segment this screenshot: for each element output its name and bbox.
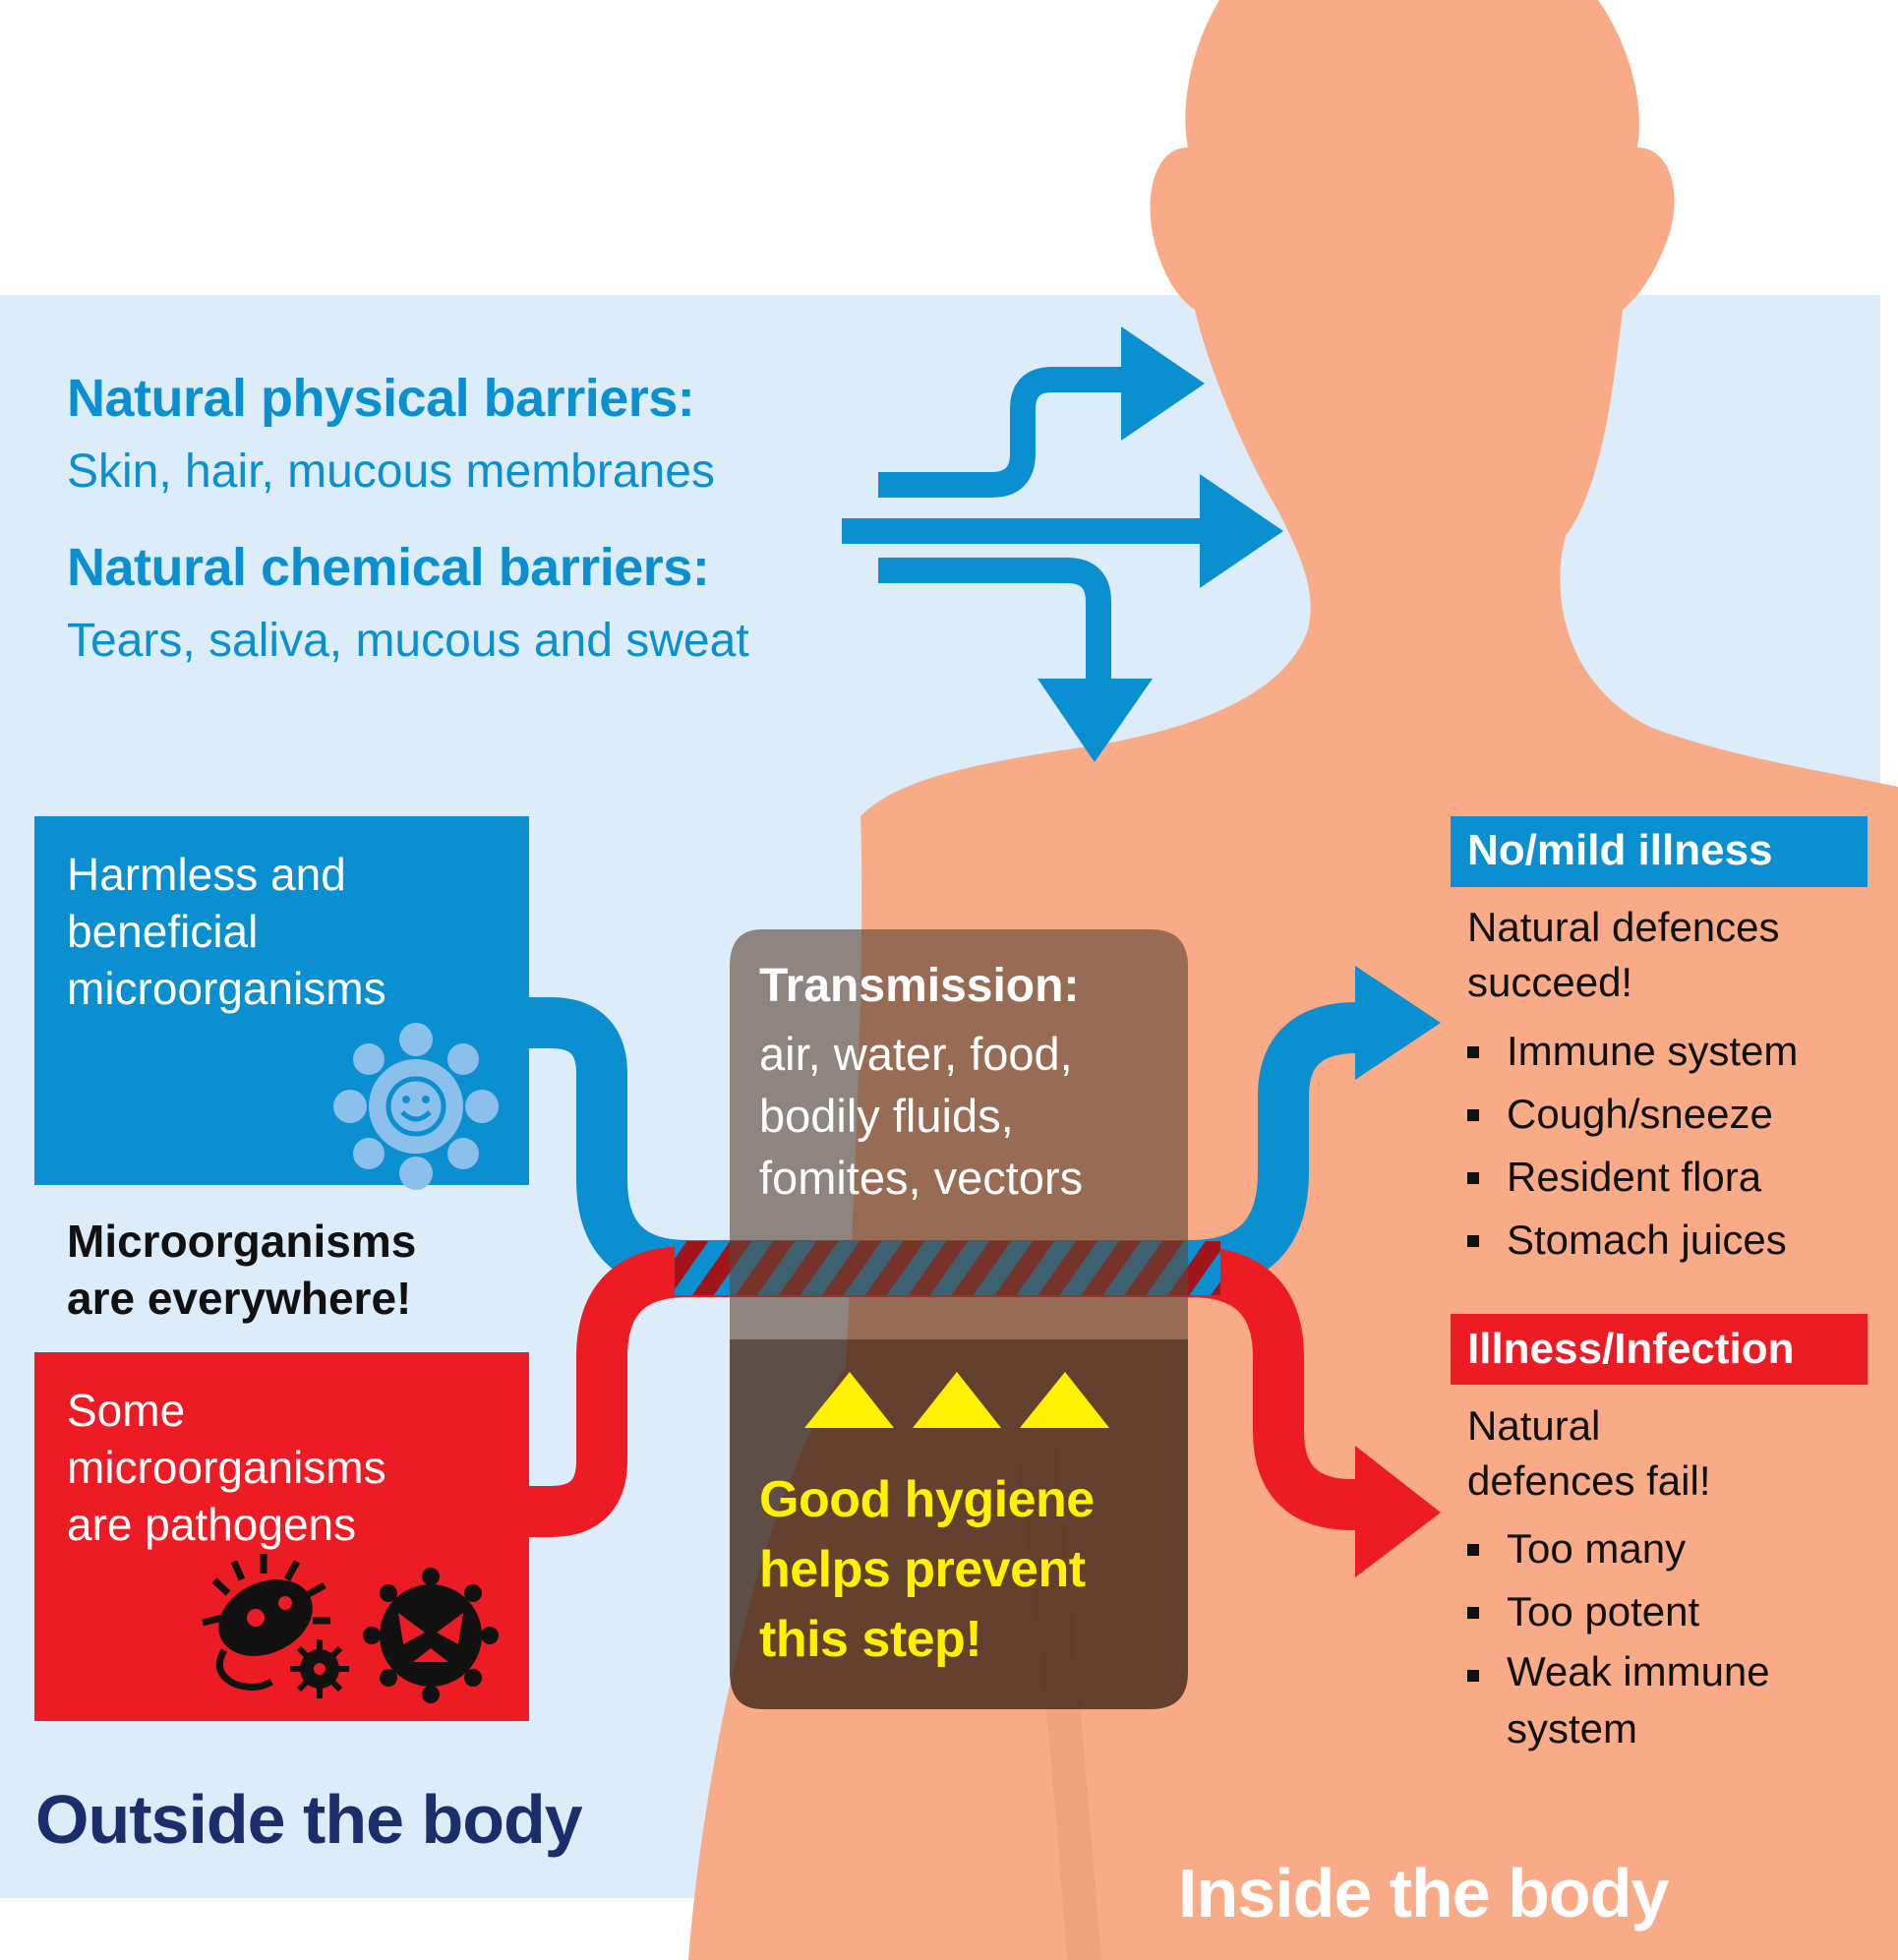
harmless-box-text: Harmless and beneficial microorganisms [67,849,386,1014]
list-item: Too potent [1467,1580,1770,1643]
outside-label: Outside the body [35,1781,583,1858]
inside-label: Inside the body [1178,1855,1669,1931]
illness-title: Illness/Infection [1467,1325,1795,1373]
illness-cause-list: Too many Too potent Weak immune system [1467,1517,1770,1757]
transmission-routes: air, water, food, bodily fluids, fomites… [759,1028,1084,1204]
list-item: Stomach juices [1467,1209,1798,1272]
mild-subtitle: Natural defences succeed! [1467,904,1780,1005]
list-item: Immune system [1467,1020,1798,1083]
transmission-panel [730,929,1188,1339]
physical-barriers-title: Natural physical barriers: [67,369,695,428]
list-item: Too many [1467,1517,1770,1580]
warning-triangle-icon [1020,1372,1109,1428]
list-item: Resident flora [1467,1146,1798,1209]
mild-title-bar [1451,816,1868,887]
physical-barriers-items: Skin, hair, mucous membranes [67,445,715,498]
list-item: Weak immune system [1467,1643,1770,1757]
mild-defence-list: Immune system Cough/sneeze Resident flor… [1467,1020,1798,1272]
illness-title-bar [1451,1314,1868,1385]
hygiene-panel [730,1339,1188,1709]
illness-subtitle: Natural defences fail! [1467,1402,1711,1504]
list-item: Cough/sneeze [1467,1083,1798,1146]
virus-icon [363,1568,499,1703]
warning-triangle-icon [913,1372,1001,1428]
hygiene-message: Good hygiene helps prevent this step! [759,1471,1095,1668]
chemical-barriers-items: Tears, saliva, mucous and sweat [67,615,749,667]
arrow-head-straight [1200,474,1283,588]
warning-triangle-icon [804,1372,894,1428]
mild-title: No/mild illness [1467,826,1773,874]
smiley-microbe-icon [333,1023,499,1190]
arrow-head-illness [1355,1446,1441,1577]
arrow-head-chemical [1038,679,1153,762]
barrier-arrows [842,367,1205,679]
chemical-barriers-title: Natural chemical barriers: [67,538,710,597]
bacteria-icon [202,1554,349,1698]
pathogens-box-text: Some microorganisms are pathogens [67,1385,386,1550]
arrow-head-physical [1121,327,1205,441]
transmission-title: Transmission: [759,960,1080,1012]
everywhere-text: Microorganisms are everywhere! [67,1216,417,1324]
arrow-head-mild [1355,966,1441,1080]
